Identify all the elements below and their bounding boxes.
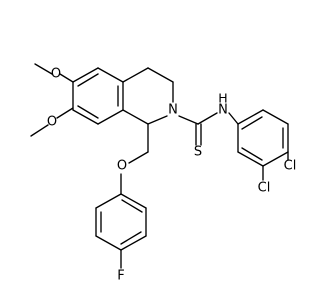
bond-fph4-fph5 xyxy=(95,235,122,251)
bond-ph5-ph6-inner xyxy=(241,147,263,161)
bond-ph1-ph2 xyxy=(237,109,264,125)
bond-ar1-ar2-inner xyxy=(77,73,99,87)
bond-ph2-ph3 xyxy=(262,109,289,125)
atom-n-ring: N xyxy=(168,103,178,118)
atom-s: S xyxy=(194,145,202,160)
bond-fph1-fph2-inner xyxy=(121,199,143,213)
bond-cthio-nh xyxy=(197,112,218,125)
bond-fph3-fph4-inner xyxy=(120,231,142,245)
bond-c1-c8a xyxy=(122,109,149,125)
bond-methyl-o-mid xyxy=(30,124,49,137)
bond-fph3-fph4 xyxy=(120,235,147,251)
atom-f: F xyxy=(117,269,124,284)
bond-ph4-ph5 xyxy=(262,151,289,167)
atom-n-amide: N xyxy=(218,103,228,118)
bond-c4-c3 xyxy=(147,67,174,83)
bond-o-top-ring xyxy=(59,73,74,83)
bond-ph1-ph2-inner xyxy=(241,116,263,130)
atom-cl-top: Cl xyxy=(284,159,297,174)
bond-ar4-ar5 xyxy=(97,109,124,125)
atom-cl-bottom: Cl xyxy=(258,181,271,196)
bond-nh-ph xyxy=(228,112,239,125)
bond-methyl-o-top xyxy=(34,63,53,75)
atom-o-ether: O xyxy=(117,159,127,174)
bond-ch2-o xyxy=(128,151,149,164)
bond-n2-cthio xyxy=(178,115,199,125)
bond-fph1-fph2 xyxy=(120,193,147,209)
bond-ar5-ar6 xyxy=(72,109,99,125)
bond-ar1-ar2 xyxy=(72,67,99,83)
bond-fph6-fph1 xyxy=(95,193,122,209)
bond-n2-c1 xyxy=(147,115,168,125)
atom-o-mid: O xyxy=(47,115,57,130)
bond-o-mid-ring xyxy=(56,107,74,119)
atom-o-top: O xyxy=(51,67,61,82)
bond-ar2-ar3 xyxy=(97,67,124,83)
bonds xyxy=(30,63,289,269)
atom-h-amide: H xyxy=(218,91,227,106)
bond-ar5-ar6-inner xyxy=(77,105,99,119)
bond-ph5-ph6 xyxy=(237,151,264,167)
atom-labels: O O N H N S Cl Cl O F xyxy=(47,67,296,284)
molecule-structure-diagram: O O N H N S Cl Cl O F xyxy=(30,63,296,284)
bond-c4a-c4 xyxy=(122,67,149,83)
structure-svg: O O N H N S Cl Cl O F xyxy=(30,63,296,284)
